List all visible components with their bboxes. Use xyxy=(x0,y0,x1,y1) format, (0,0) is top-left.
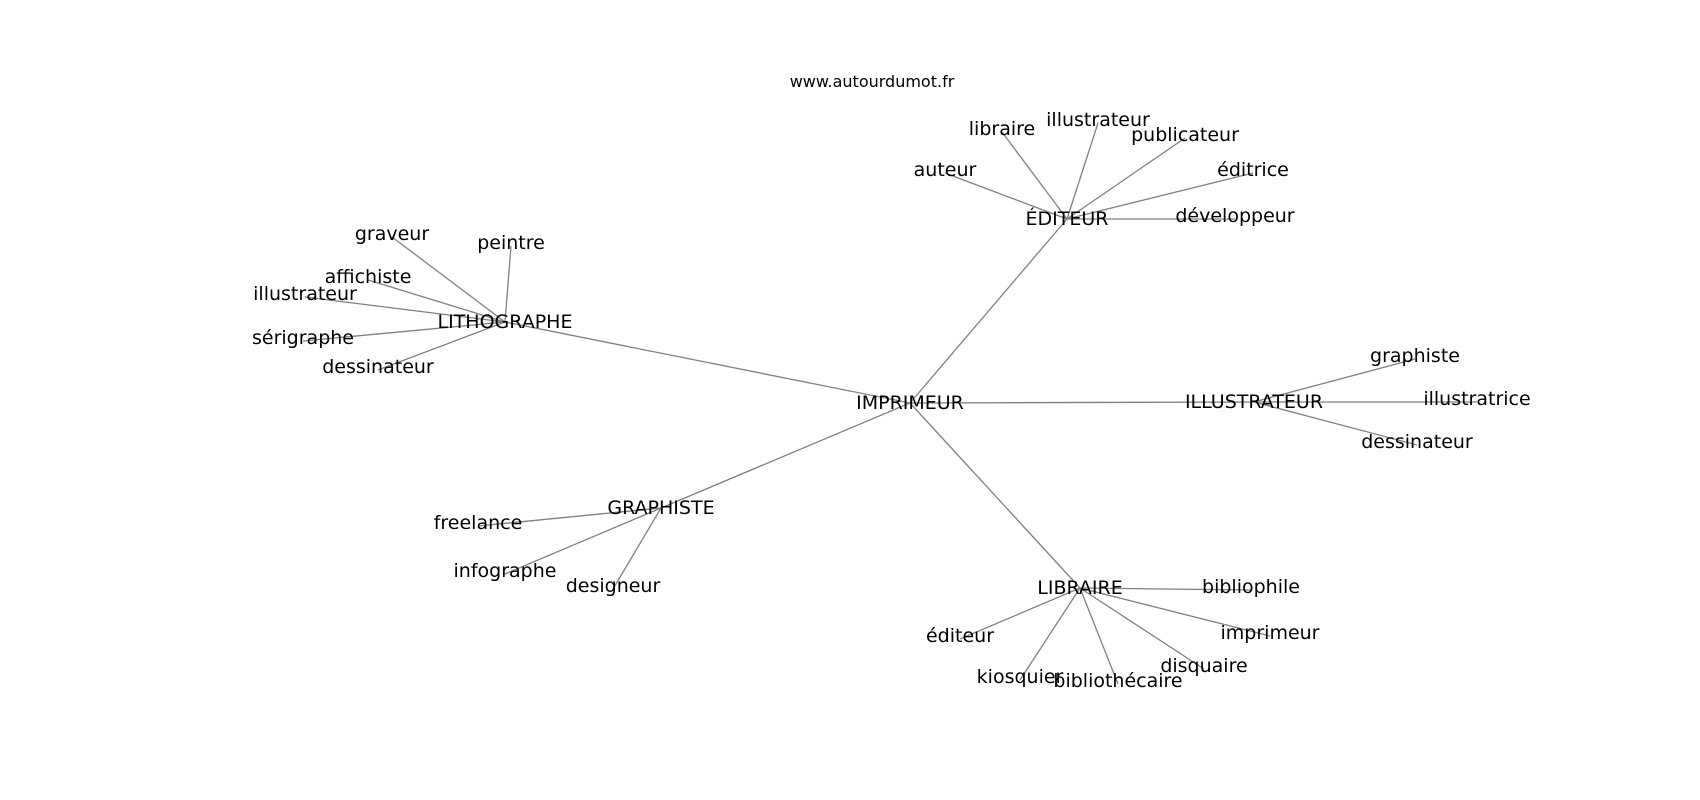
node-hub-editeur[interactable]: ÉDITEUR xyxy=(1026,207,1109,230)
node-leaf-lithographe-0[interactable]: graveur xyxy=(355,223,429,245)
node-hub-libraire[interactable]: LIBRAIRE xyxy=(1037,577,1122,599)
edge-lithographe-leaf-3 xyxy=(304,296,506,323)
node-leaf-lithographe-4[interactable]: sérigraphe xyxy=(252,327,354,349)
node-leaf-editeur-1[interactable]: libraire xyxy=(969,118,1035,140)
node-leaf-editeur-5[interactable]: développeur xyxy=(1175,205,1294,227)
edge-graphiste-leaf-1 xyxy=(504,507,662,575)
node-leaf-libraire-3[interactable]: kiosquier xyxy=(977,666,1064,688)
node-leaf-libraire-1[interactable]: imprimeur xyxy=(1221,622,1320,644)
edge-lithographe-leaf-0 xyxy=(391,236,506,323)
node-leaf-illustrateur-0[interactable]: graphiste xyxy=(1370,345,1460,367)
edge-illustrateur-leaf-2 xyxy=(1253,401,1418,446)
edge-editeur-leaf-3 xyxy=(1066,137,1186,220)
edge-libraire-leaf-0 xyxy=(1079,587,1252,591)
source-url: www.autourdumot.fr xyxy=(789,72,955,91)
node-leaf-illustrateur-1[interactable]: illustratrice xyxy=(1423,388,1530,410)
node-leaf-libraire-4[interactable]: bibliothécaire xyxy=(1053,670,1182,692)
edge-lithographe-leaf-1 xyxy=(504,245,512,323)
edge-editeur-leaf-1 xyxy=(1001,131,1068,220)
node-leaf-lithographe-5[interactable]: dessinateur xyxy=(322,356,434,378)
edge-illustrateur-leaf-0 xyxy=(1253,358,1416,403)
edge-imprimeur-libraire xyxy=(909,402,1081,589)
node-hub-illustrateur[interactable]: ILLUSTRATEUR xyxy=(1185,391,1323,413)
node-hub-lithographe[interactable]: LITHOGRAPHE xyxy=(438,311,573,333)
node-leaf-editeur-3[interactable]: publicateur xyxy=(1131,124,1239,146)
node-leaf-graphiste-0[interactable]: freelance xyxy=(434,512,523,534)
edge-libraire-leaf-1 xyxy=(1079,587,1271,637)
node-leaf-graphiste-2[interactable]: designeur xyxy=(566,575,661,597)
node-leaf-editeur-4[interactable]: éditrice xyxy=(1217,159,1289,181)
edge-editeur-leaf-2 xyxy=(1066,122,1099,220)
node-leaf-libraire-5[interactable]: disquaire xyxy=(1160,655,1247,677)
edge-editeur-leaf-4 xyxy=(1066,172,1254,220)
node-leaf-libraire-0[interactable]: bibliophile xyxy=(1202,576,1300,598)
edge-graphiste-leaf-2 xyxy=(612,507,662,590)
edge-imprimeur-graphiste xyxy=(660,402,911,509)
edge-graphiste-leaf-0 xyxy=(477,507,662,527)
edge-libraire-leaf-3 xyxy=(1019,587,1081,681)
edge-libraire-leaf-2 xyxy=(959,587,1081,640)
edge-lithographe-leaf-4 xyxy=(302,321,506,342)
edge-imprimeur-illustrateur xyxy=(909,401,1255,404)
node-leaf-editeur-0[interactable]: auteur xyxy=(914,159,977,181)
edge-lithographe-leaf-5 xyxy=(377,321,506,371)
edge-libraire-leaf-5 xyxy=(1079,587,1205,670)
node-leaf-lithographe-3[interactable]: illustrateur xyxy=(253,283,357,305)
node-leaf-illustrateur-2[interactable]: dessinateur xyxy=(1361,431,1473,453)
node-leaf-editeur-2[interactable]: illustrateur xyxy=(1046,109,1150,131)
graph-edges xyxy=(302,122,1477,685)
edge-libraire-leaf-4 xyxy=(1079,587,1119,685)
node-center-imprimeur[interactable]: IMPRIMEUR xyxy=(856,392,964,414)
edge-lithographe-leaf-2 xyxy=(367,279,506,323)
node-leaf-lithographe-1[interactable]: peintre xyxy=(477,232,545,254)
edge-imprimeur-lithographe xyxy=(504,321,911,404)
node-leaf-graphiste-1[interactable]: infographe xyxy=(454,560,557,582)
node-leaf-libraire-2[interactable]: éditeur xyxy=(926,625,994,647)
edge-editeur-leaf-0 xyxy=(944,172,1068,220)
edge-imprimeur-editeur xyxy=(909,218,1068,404)
graph-labels: IMPRIMEUR ÉDITEUR auteur libraire illustrate… xyxy=(252,109,1531,692)
node-hub-graphiste[interactable]: GRAPHISTE xyxy=(607,497,714,519)
node-leaf-lithographe-2[interactable]: affichiste xyxy=(325,266,412,288)
